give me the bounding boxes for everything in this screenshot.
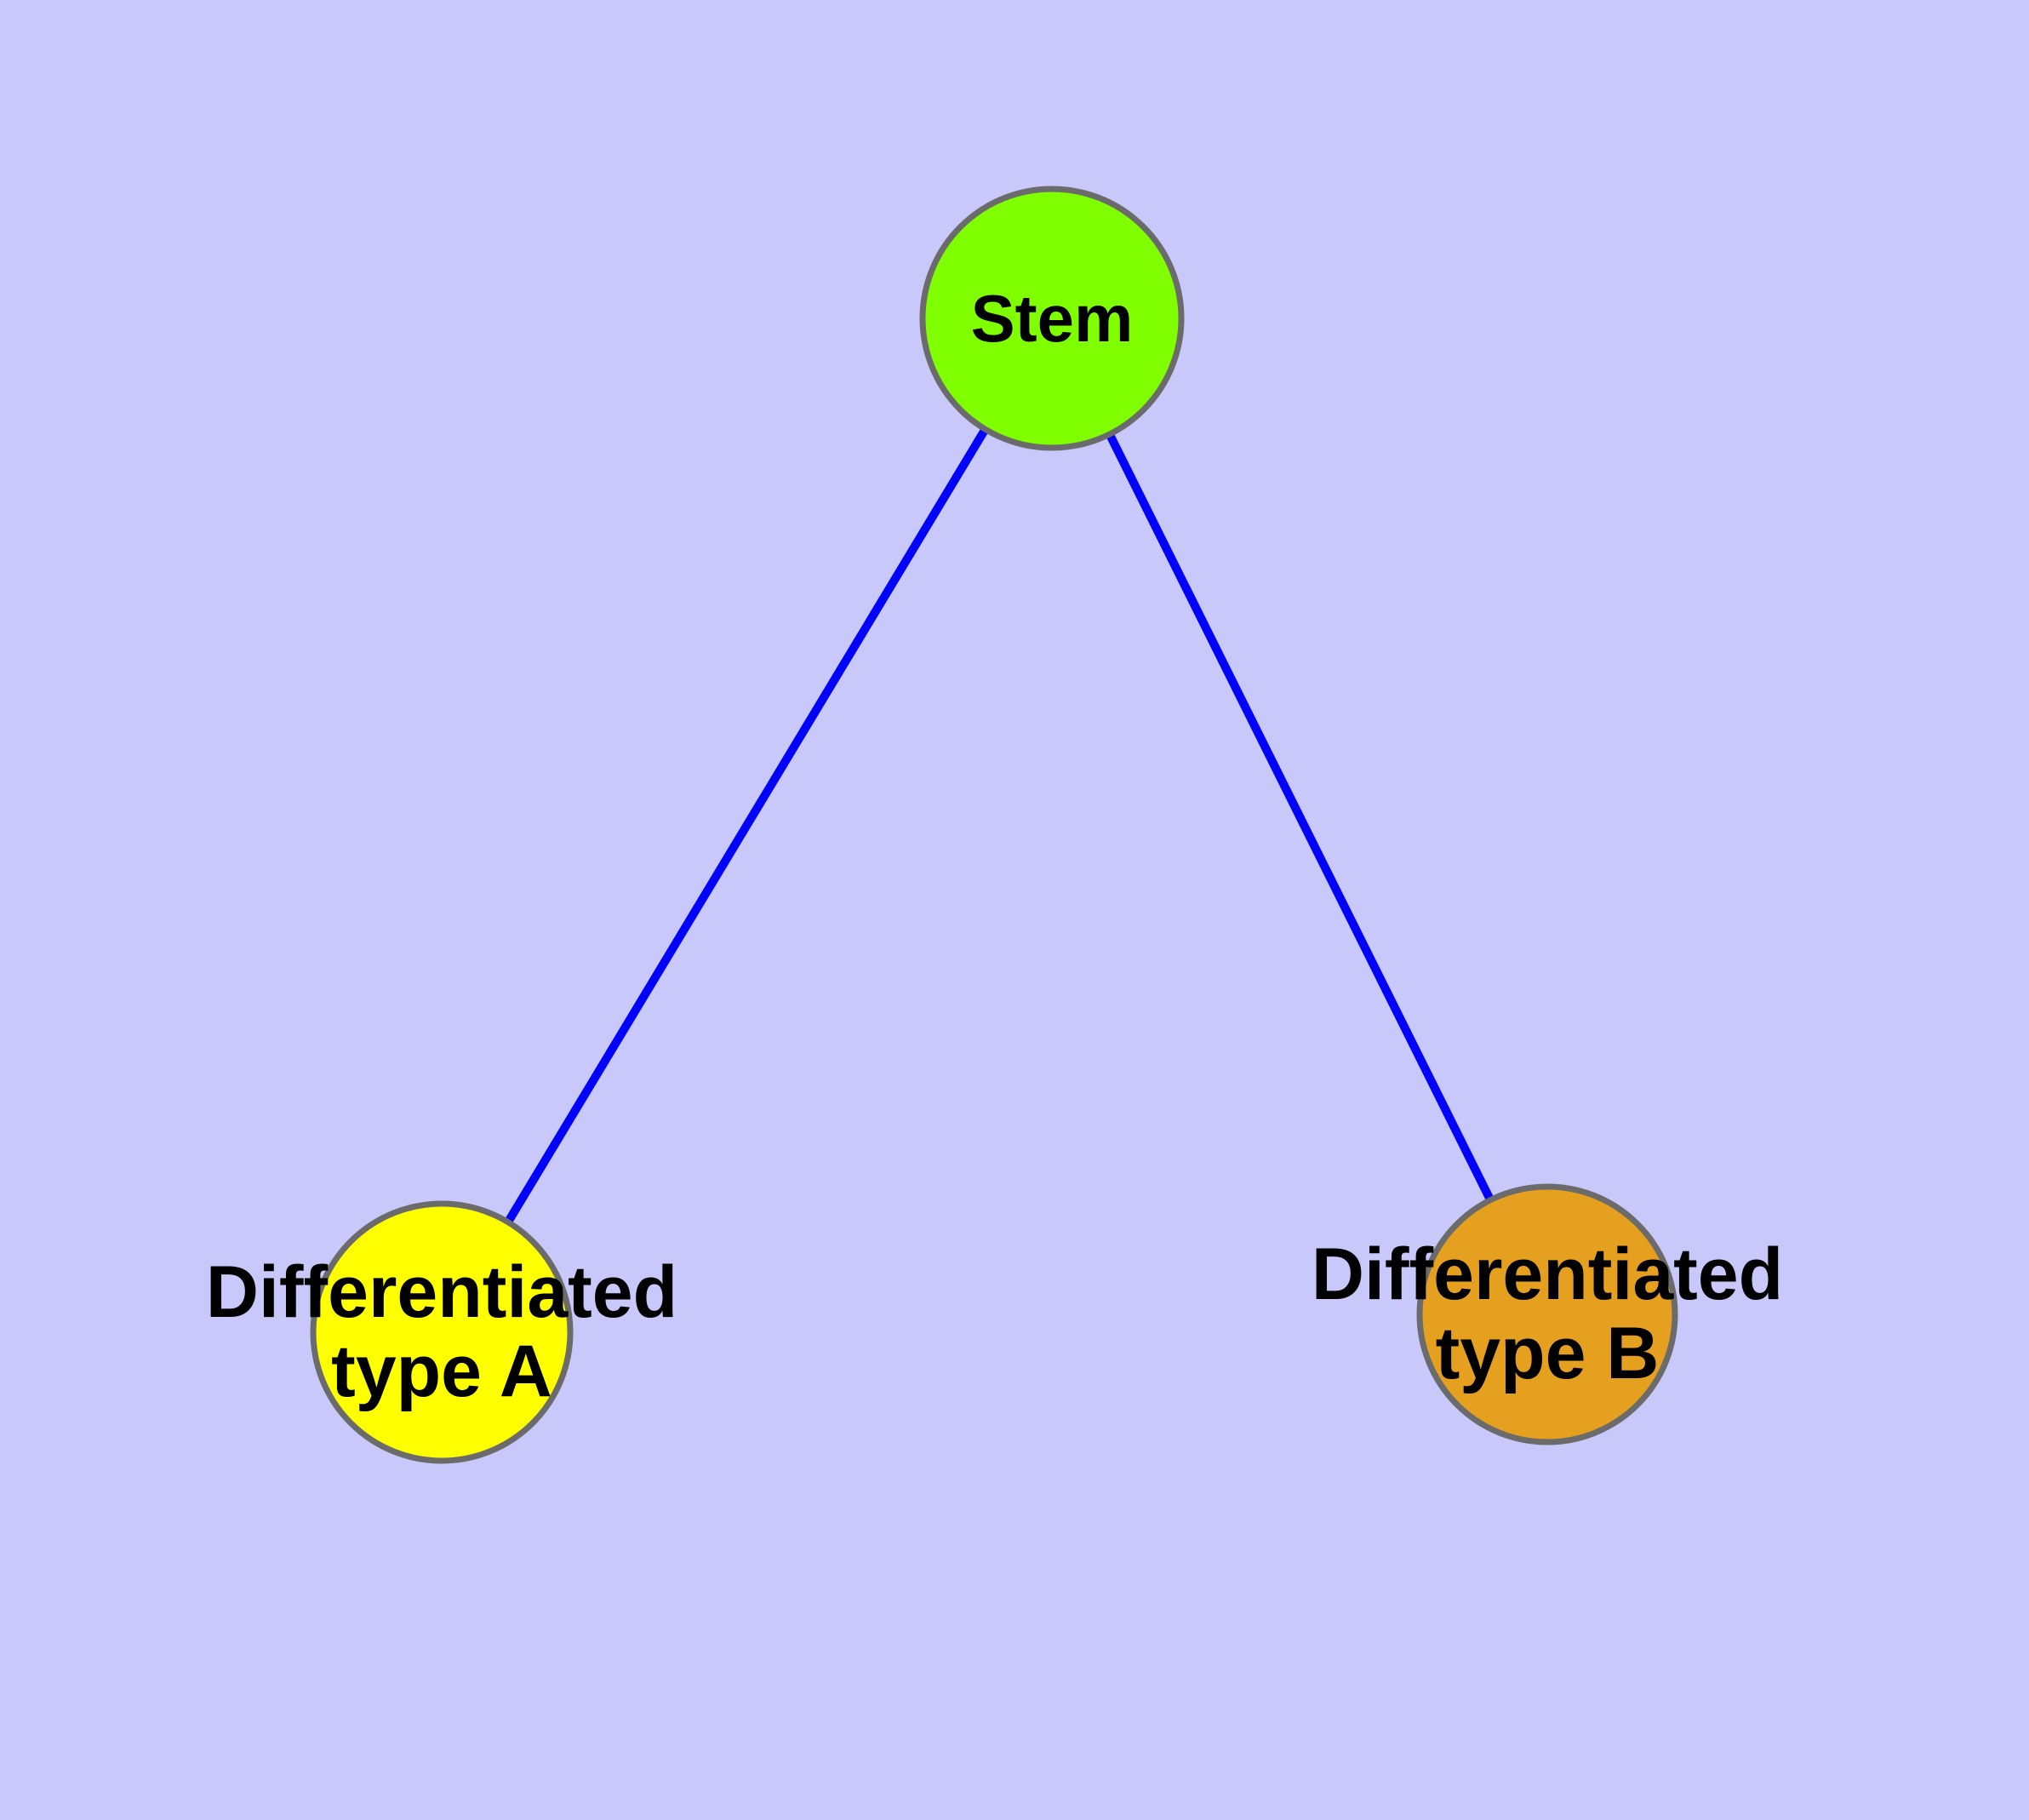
edge-layer (503, 425, 1495, 1226)
graph-edge[interactable] (1105, 431, 1495, 1204)
node-layer (310, 186, 1678, 1464)
graph-node-diff-a[interactable] (310, 1200, 574, 1464)
graph-node-stem[interactable] (919, 186, 1185, 451)
graph-edge[interactable] (503, 425, 990, 1226)
graph-node-diff-b[interactable] (1416, 1183, 1678, 1445)
